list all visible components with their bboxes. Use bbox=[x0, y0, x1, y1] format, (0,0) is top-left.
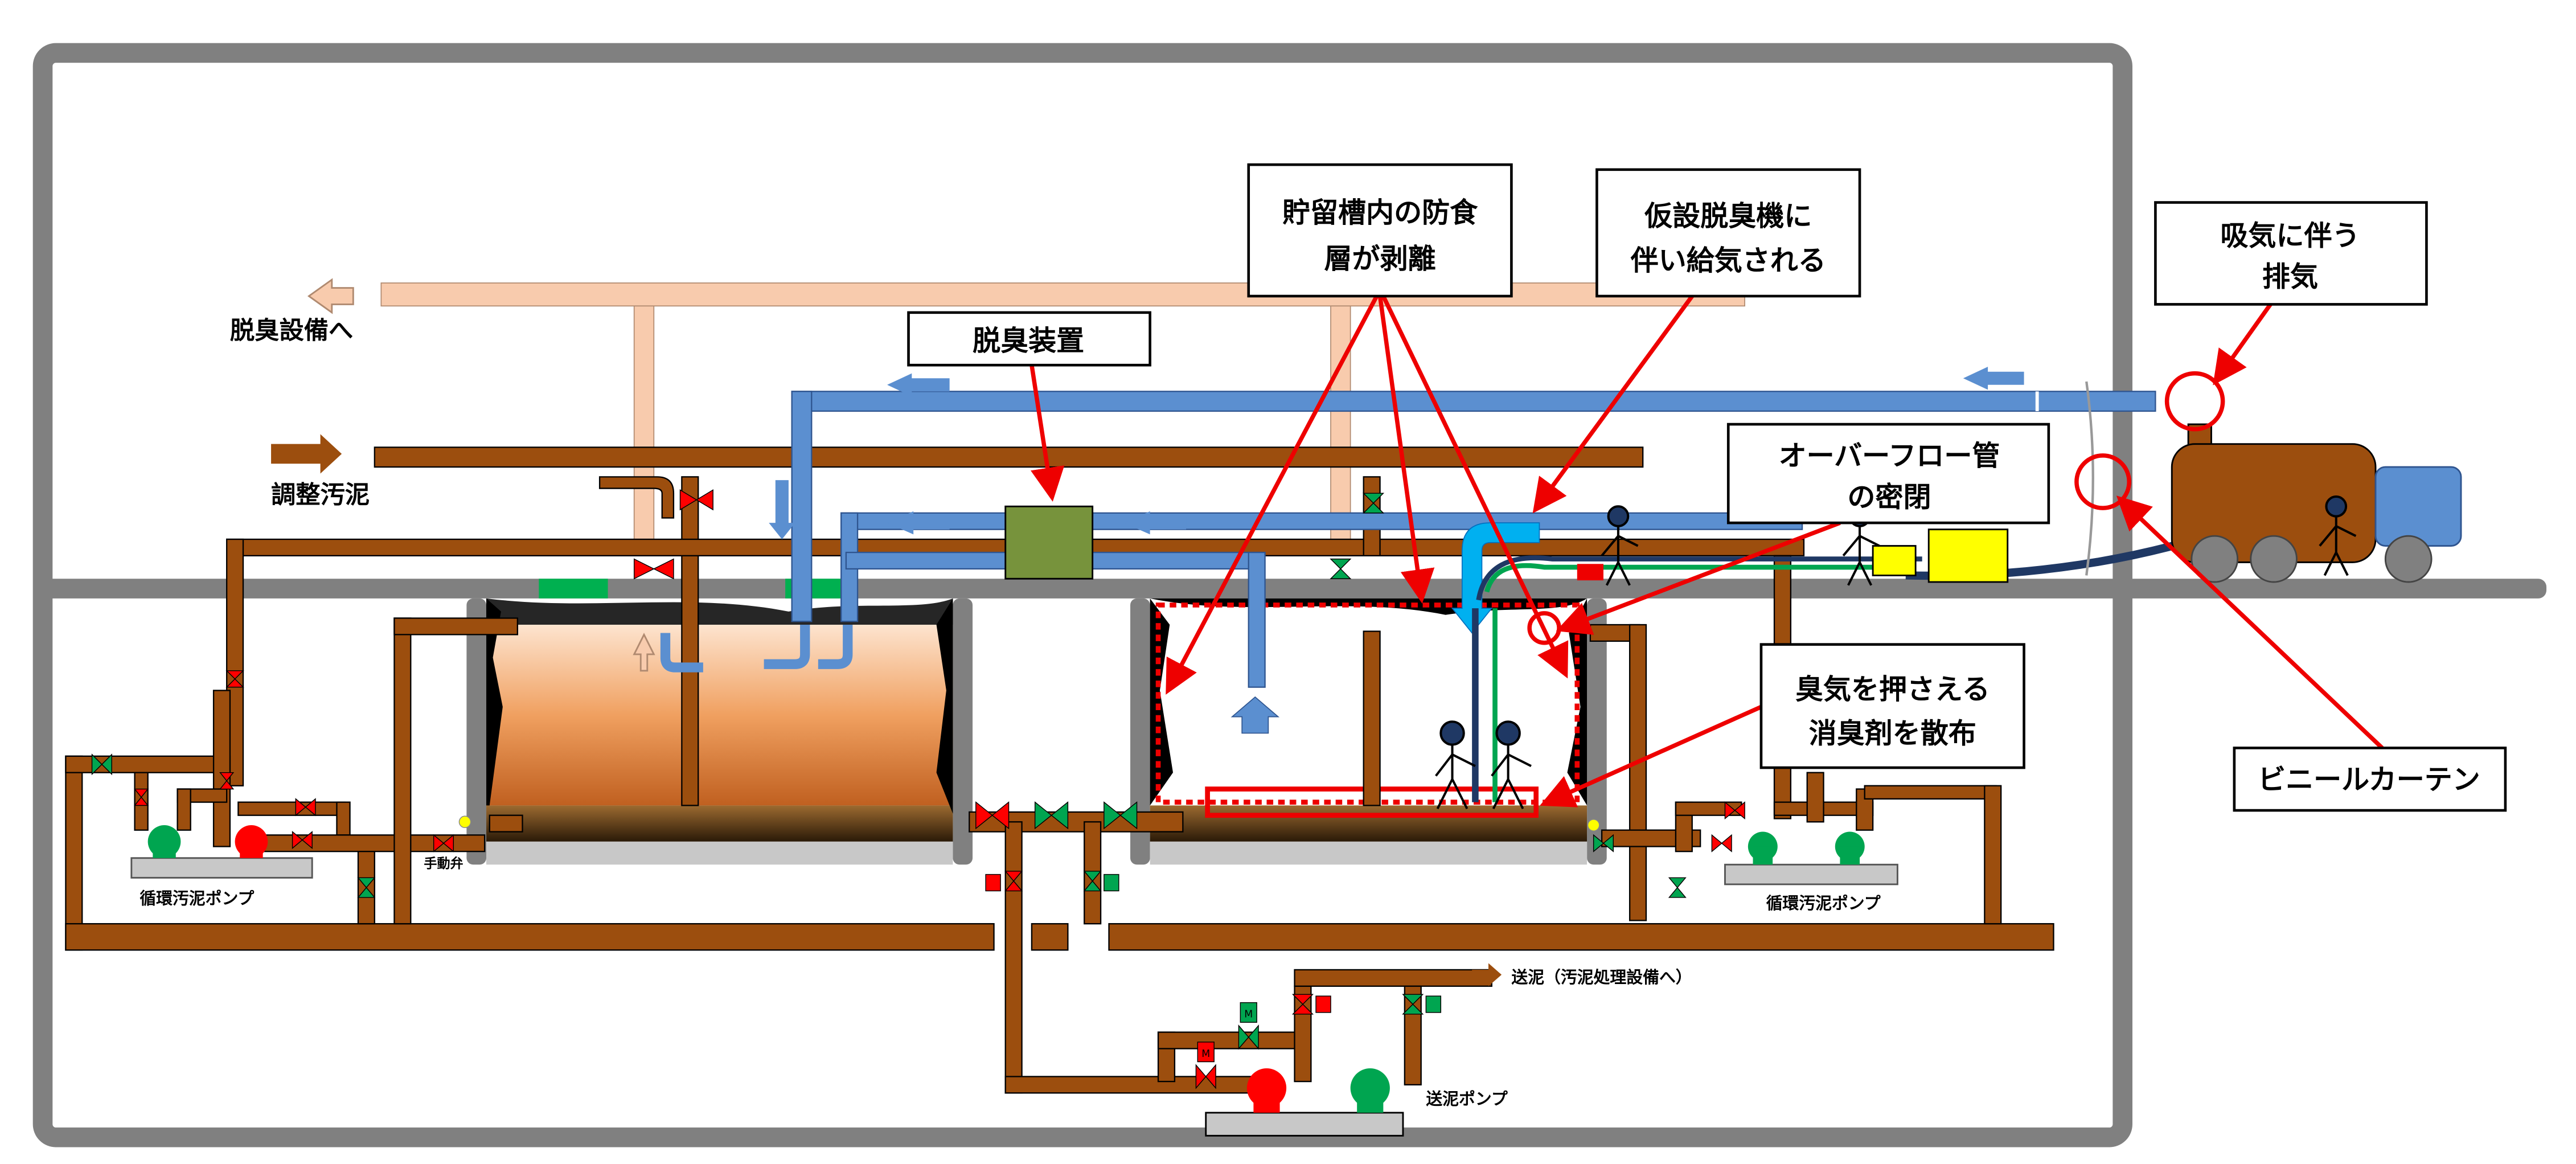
motor-label: M bbox=[1244, 1009, 1253, 1020]
callout-supply-air: 仮設脱臭機に 伴い給気される bbox=[1595, 168, 1861, 298]
svg-text:排気: 排気 bbox=[2262, 260, 2318, 293]
send-pump-label: 送泥ポンプ bbox=[1426, 1089, 1508, 1108]
valves: M M bbox=[91, 489, 1745, 1089]
svg-text:消臭剤を散布: 消臭剤を散布 bbox=[1809, 717, 1976, 750]
circulation-pump-left bbox=[130, 825, 313, 879]
circulation-pump-right-label: 循環汚泥ポンプ bbox=[1766, 894, 1881, 913]
peeling-area-marker bbox=[1155, 603, 1580, 805]
sludge-inflow-arrow bbox=[271, 434, 342, 474]
callout-deodorant: 臭気を押さえる 消臭剤を散布 bbox=[1759, 643, 2025, 769]
svg-text:伴い給気される: 伴い給気される bbox=[1630, 244, 1826, 277]
building-structure bbox=[32, 43, 2547, 1147]
storage-tank-left bbox=[466, 598, 973, 865]
temporary-deodorizer-truck bbox=[1577, 381, 2462, 583]
deodorizer-unit bbox=[1004, 505, 1094, 580]
svg-text:の密閉: の密閉 bbox=[1847, 480, 1931, 513]
curtain-marker bbox=[2074, 453, 2131, 510]
callout-peeling: 貯留槽内の防食 層が剥離 bbox=[1247, 163, 1513, 298]
circulation-pump-left-label: 循環汚泥ポンプ bbox=[140, 889, 254, 908]
callout-overflow: オーバーフロー管 の密閉 bbox=[1726, 423, 2050, 524]
exhaust-direction-arrow bbox=[307, 278, 354, 314]
sludge-send-pump bbox=[1205, 1068, 1404, 1137]
air-duct bbox=[660, 367, 2187, 802]
temporary-deodorizer-duct bbox=[1451, 522, 1540, 634]
svg-text:臭気を押さえる: 臭気を押さえる bbox=[1795, 673, 1990, 706]
svg-text:ビニールカーテン: ビニールカーテン bbox=[2258, 763, 2480, 796]
exhaust-point-marker bbox=[2164, 371, 2225, 432]
send-sludge-label: 送泥（汚泥処理設備へ） bbox=[1511, 968, 1692, 987]
send-sludge-arrow bbox=[1472, 963, 1502, 986]
callout-exhaust: 吸気に伴う 排気 bbox=[2154, 201, 2428, 306]
exhaust-duct bbox=[307, 278, 1745, 672]
circulation-pump-right bbox=[1724, 831, 1898, 886]
svg-text:貯留槽内の防食: 貯留槽内の防食 bbox=[1282, 196, 1478, 229]
callout-deodorizer: 脱臭装置 bbox=[907, 311, 1151, 367]
svg-text:吸気に伴う: 吸気に伴う bbox=[2220, 219, 2360, 252]
manual-valve-label: 手動弁 bbox=[424, 856, 463, 871]
svg-text:脱臭装置: 脱臭装置 bbox=[973, 324, 1084, 357]
adjust-sludge-label: 調整汚泥 bbox=[271, 481, 370, 510]
svg-text:オーバーフロー管: オーバーフロー管 bbox=[1779, 439, 2000, 472]
deodorize-destination-label: 脱臭設備へ bbox=[230, 317, 353, 345]
vinyl-curtain bbox=[2085, 381, 2094, 576]
motor-label: M bbox=[1201, 1048, 1210, 1060]
svg-text:層が剥離: 層が剥離 bbox=[1324, 242, 1436, 275]
callout-arrows bbox=[1029, 294, 2384, 808]
svg-text:仮設脱臭機に: 仮設脱臭機に bbox=[1644, 199, 1812, 232]
callout-curtain: ビニールカーテン bbox=[2233, 747, 2507, 812]
